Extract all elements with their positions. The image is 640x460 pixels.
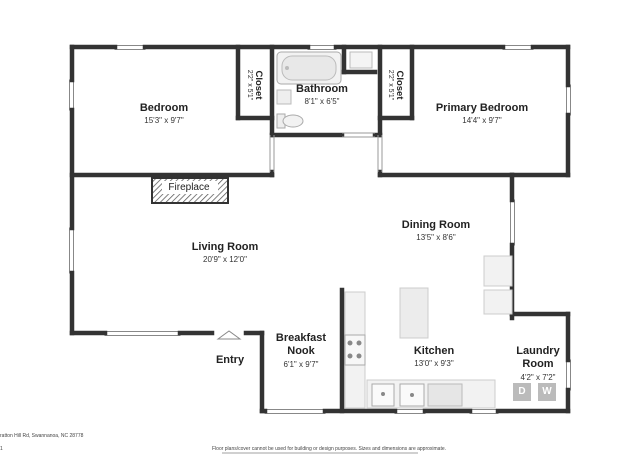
room-name: Breakfast Nook <box>275 332 327 357</box>
room-dimensions: 2'2" x 5'1" <box>246 69 253 101</box>
kitchen-sink-drain <box>410 393 414 397</box>
dishwasher-knob <box>381 392 385 396</box>
room-bedroom: Bedroom 15'3" x 9'7" <box>140 102 188 125</box>
room-name: Closet <box>253 70 264 100</box>
room-name: Dining Room <box>401 219 471 231</box>
room-dimensions: 13'0" x 9'3" <box>414 359 454 368</box>
room-name: Kitchen <box>413 345 455 357</box>
room-dimensions: 20'9" x 12'0" <box>203 255 247 264</box>
entry-label: Entry <box>216 354 244 366</box>
room-name: Bedroom <box>139 102 189 114</box>
washer-icon: W <box>538 383 556 401</box>
room-name: Fireplace <box>168 182 210 193</box>
room-kitchen: Kitchen 13'0" x 9'3" <box>414 345 454 368</box>
footer-page: 1 <box>0 446 3 452</box>
room-name: Bathroom <box>296 83 348 95</box>
room-dimensions: 13'5" x 8'6" <box>416 233 456 242</box>
room-name: Laundry Room <box>516 345 560 370</box>
bath-sink <box>276 89 292 105</box>
room-closet-right: Closet 2'2" x 5'1" <box>387 62 405 108</box>
kitchen-island <box>399 287 429 339</box>
fireplace-hearth <box>151 177 229 204</box>
room-name: Closet <box>394 70 405 100</box>
room-breakfast-nook: Breakfast Nook 6'1" x 9'7" <box>274 332 328 369</box>
room-name: Living Room <box>191 241 259 253</box>
stove <box>344 334 366 366</box>
room-dimensions: 2'2" x 5'1" <box>387 69 394 101</box>
room-name: Primary Bedroom <box>435 102 529 114</box>
room-primary-bedroom: Primary Bedroom 14'4" x 9'7" <box>436 102 528 125</box>
bathtub <box>276 51 342 85</box>
room-closet-left: Closet 2'2" x 5'1" <box>246 62 264 108</box>
refrigerator <box>427 383 463 407</box>
room-dimensions: 4'2" x 7'2" <box>520 373 556 382</box>
footer-disclaimer: Floor plans/cover cannot be used for bui… <box>212 446 447 452</box>
room-living-room: Living Room 20'9" x 12'0" <box>192 241 259 264</box>
room-name: Entry <box>215 354 245 366</box>
footer-address: ratton Hill Rd, Swannanoa, NC 28778 <box>0 433 84 439</box>
toilet <box>276 113 304 129</box>
dining-counter <box>483 255 513 287</box>
room-laundry-room: Laundry Room 4'2" x 7'2" <box>513 345 563 382</box>
doorways <box>269 132 383 172</box>
dryer-icon: D <box>513 383 531 401</box>
room-dining-room: Dining Room 13'5" x 8'6" <box>402 219 470 242</box>
room-dimensions: 8'1" x 6'5" <box>304 97 340 106</box>
room-dimensions: 15'3" x 9'7" <box>144 116 184 125</box>
room-bathroom: Bathroom 8'1" x 6'5" <box>296 83 348 106</box>
bath-cabinet <box>349 51 373 69</box>
dining-cabinet <box>483 289 513 315</box>
room-dimensions: 6'1" x 9'7" <box>283 360 319 369</box>
walls <box>69 44 571 414</box>
entry-arrow <box>216 330 242 340</box>
room-dimensions: 14'4" x 9'7" <box>462 116 502 125</box>
fireplace-label: Fireplace <box>168 182 209 193</box>
